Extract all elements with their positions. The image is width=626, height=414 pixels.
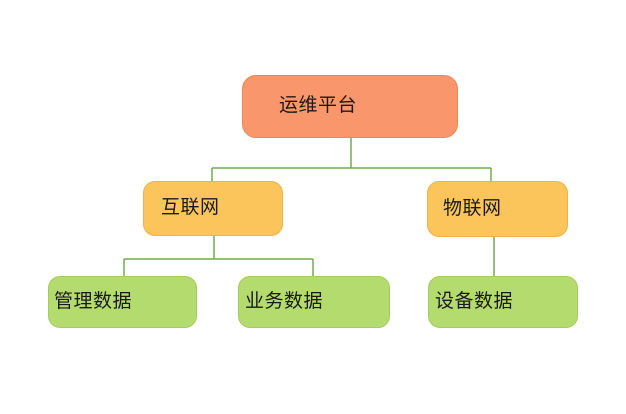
node-device-data-label: 设备数据	[435, 290, 514, 312]
node-business-data: 业务数据	[238, 276, 390, 328]
node-internet-label: 互联网	[161, 197, 220, 218]
node-iot-label: 物联网	[443, 197, 502, 219]
node-iot: 物联网	[427, 181, 568, 237]
node-ops-platform: 运维平台	[242, 75, 458, 138]
node-device-data: 设备数据	[428, 276, 578, 328]
node-internet: 互联网	[143, 181, 283, 236]
node-management-data: 管理数据	[48, 276, 197, 328]
node-management-data-label: 管理数据	[54, 290, 133, 312]
node-business-data-label: 业务数据	[245, 290, 324, 312]
node-ops-platform-label: 运维平台	[279, 95, 358, 116]
